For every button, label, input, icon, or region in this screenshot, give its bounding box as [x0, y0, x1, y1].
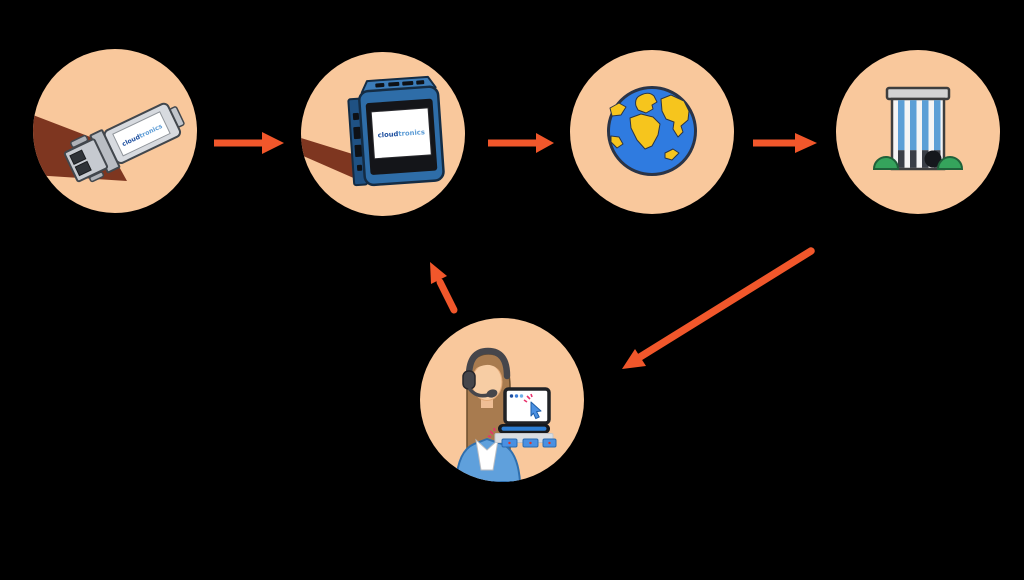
- device-screen-logo: cloudtronics: [377, 128, 425, 139]
- node-office-building: [836, 50, 1000, 214]
- collar: [475, 438, 499, 471]
- office-building-icon: [872, 86, 964, 171]
- cloudtronics-device-icon: cloudtronics: [301, 75, 445, 187]
- sfp-transceiver-icon: cloudtronics: [33, 102, 185, 183]
- hair-fringe: [470, 358, 504, 376]
- globe-continents: [609, 92, 690, 161]
- arrow-globe-to-building: [753, 133, 817, 153]
- arrow-building-to-support: [622, 247, 815, 369]
- device-body: cloudtronics: [347, 75, 445, 187]
- neck: [481, 397, 493, 408]
- globe-icon: [607, 86, 697, 176]
- laptop: [487, 387, 557, 448]
- click-sparks-left: [487, 427, 496, 438]
- laptop-screen: [503, 387, 551, 425]
- arrow-support-to-device: [430, 262, 458, 314]
- transceiver-module: cloudtronics: [63, 102, 185, 183]
- click-sparks: [523, 393, 533, 403]
- support-agent-icon: [454, 347, 557, 482]
- arrow-transceiver-to-device: [214, 132, 284, 154]
- logo-text-cloud: cloud: [377, 130, 398, 139]
- left-bush: [872, 156, 900, 170]
- device-shadow: [301, 138, 365, 183]
- cursor-icon: [530, 401, 542, 420]
- node-sfp-transceiver: cloudtronics: [33, 49, 197, 213]
- node-globe: [570, 50, 734, 214]
- node-support-agent: [420, 318, 584, 482]
- building-roof: [885, 86, 951, 101]
- support-agent: [454, 347, 557, 482]
- building: [872, 86, 964, 171]
- building-blue-stripes: [898, 100, 941, 151]
- node-cloudtronics-device: cloudtronics: [301, 52, 465, 216]
- key-dots: [508, 441, 551, 445]
- logo-text-tronics: tronics: [398, 128, 425, 138]
- arrow-device-to-globe: [488, 133, 554, 153]
- headset: [462, 347, 511, 398]
- shadow-bush: [924, 150, 942, 168]
- right-bush: [936, 156, 964, 170]
- device-screen: [370, 107, 432, 160]
- microphone: [486, 389, 498, 398]
